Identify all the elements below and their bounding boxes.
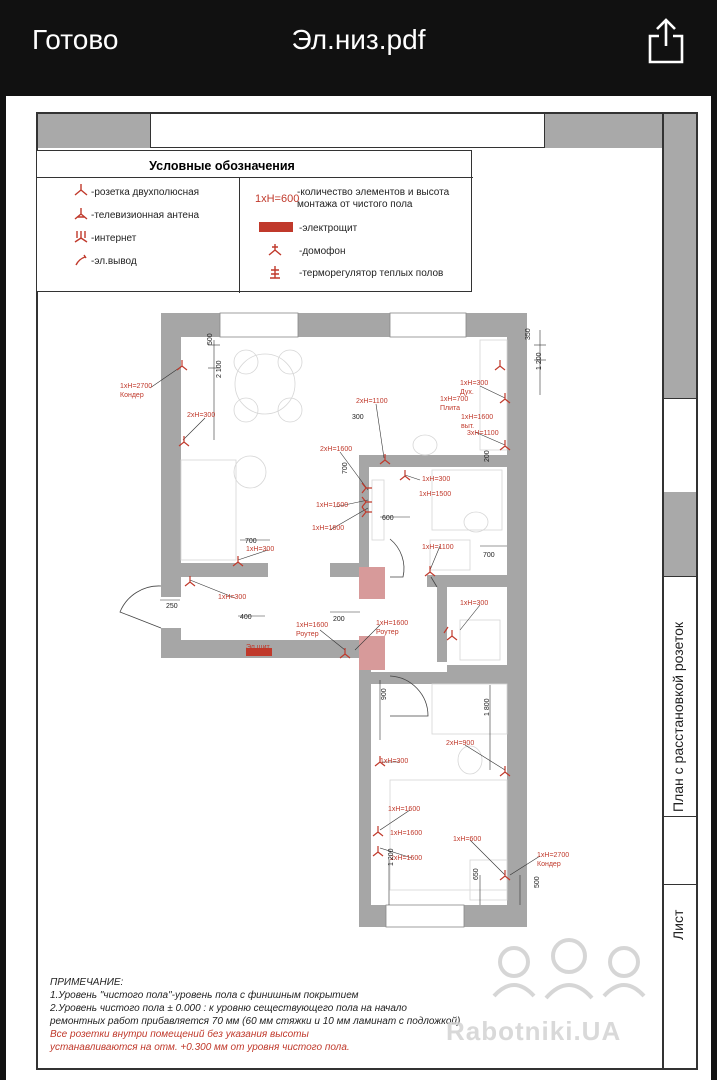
plan-label: 1хН=1600 xyxy=(312,525,345,532)
title-block xyxy=(662,112,698,1070)
plan-label: Роутер xyxy=(296,631,319,638)
plan-label: 2хН=300 xyxy=(187,412,216,419)
electric-outlet-icon xyxy=(75,254,87,266)
stamp-cell xyxy=(150,114,545,148)
dimension-label: 1 800 xyxy=(484,698,491,716)
legend-item: -электрощит xyxy=(299,223,358,234)
plan-label: Кондер xyxy=(120,392,144,399)
plan-label: 1хН=1600 xyxy=(376,620,409,627)
divider xyxy=(664,816,696,817)
drawing-frame xyxy=(36,112,698,1070)
plan-label: 1хН=600 xyxy=(453,836,482,843)
legend-title: Условные обозначения xyxy=(149,159,295,173)
note-line: ПРИМЕЧАНИЕ: xyxy=(50,977,124,988)
plan-label: 1хН=1600 xyxy=(461,414,494,421)
plan-label: 2хН=1600 xyxy=(320,446,353,453)
note-line: ремонтных работ прибавляется 70 мм (60 м… xyxy=(50,1016,461,1027)
divider xyxy=(664,398,696,399)
plan-label: 1хН=300 xyxy=(422,476,451,483)
plan-label: 1хН=1500 xyxy=(419,491,452,498)
legend-divider xyxy=(37,177,473,178)
plan-label: Кондер xyxy=(537,861,561,868)
dimension-label: 1 200 xyxy=(388,848,395,866)
plan-label: Роутер xyxy=(376,629,399,636)
plan-label: 2хН=1100 xyxy=(356,398,388,405)
note-line: 1.Уровень "чистого пола"-уровень пола с … xyxy=(50,990,359,1001)
stamp-block xyxy=(545,114,662,148)
panel-icon xyxy=(259,222,293,232)
dimension-label: 700 xyxy=(483,552,495,559)
plan-label: Эл.щит xyxy=(246,644,270,651)
divider xyxy=(664,884,696,885)
socket-icon xyxy=(74,184,88,196)
plan-label: 1хН=1600 xyxy=(316,502,349,509)
plan-label: 1хН=300 xyxy=(460,600,489,607)
legend-item: -терморегулятор теплых полов xyxy=(299,268,444,279)
legend-item: -розетка двухполюсная xyxy=(91,187,200,198)
share-icon[interactable] xyxy=(644,16,688,66)
watermark-logo-icon xyxy=(492,938,646,1000)
legend-divider xyxy=(239,177,240,293)
dimension-label: 200 xyxy=(484,450,491,462)
dimension-label: 500 xyxy=(207,333,214,345)
legend-item: -интернет xyxy=(91,233,137,244)
dimension-label: 1 200 xyxy=(536,352,543,370)
legend-item: -эл.вывод xyxy=(91,256,137,267)
notes: ПРИМЕЧАНИЕ: 1.Уровень "чистого пола"-уро… xyxy=(50,976,460,1054)
note-line: устанавливаются на отм. +0.300 мм от уро… xyxy=(50,1042,350,1053)
watermark-text: Rabotniki.UA xyxy=(446,1016,622,1046)
stamp-block xyxy=(664,114,696,398)
plan-label: 1хН=300 xyxy=(460,380,489,387)
plan-label: выт. xyxy=(461,423,475,430)
plan-label: 1хН=1100 xyxy=(422,544,454,551)
plan-label: 2хН=1600 xyxy=(390,855,423,862)
count-marker: 1хН=600 xyxy=(255,193,300,205)
legend: Условные обозначения -розетка двухполюсн… xyxy=(36,150,473,293)
dimension-label: 500 xyxy=(534,876,541,888)
plan-label: Дух. xyxy=(460,389,474,396)
legend-item: -телевизионная антена xyxy=(91,210,200,221)
internet-icon xyxy=(74,231,88,243)
plan-label: 1хН=300 xyxy=(218,594,247,601)
top-bar: Готово Эл.низ.pdf xyxy=(0,0,717,86)
plan-label: 1хН=2700 xyxy=(537,852,570,859)
dimension-label: 400 xyxy=(240,614,252,621)
legend-item: монтажа от чистого пола xyxy=(297,199,413,210)
tv-antenna-icon xyxy=(74,208,88,220)
stamp-block xyxy=(38,114,150,148)
plan-label: 1хН=1600 xyxy=(296,622,329,629)
plan-label: 1хН=300 xyxy=(380,758,409,765)
plan-label: 1хН=700 xyxy=(440,396,469,403)
plan-label: 1хН=2700 xyxy=(120,383,153,390)
dimension-label: 700 xyxy=(342,462,349,474)
note-line: Все розетки внутри помещений без указани… xyxy=(50,1029,309,1040)
legend-item: -домофон xyxy=(299,246,346,257)
dimension-label: 250 xyxy=(166,603,178,610)
dimension-label: 900 xyxy=(381,688,388,700)
stamp-block xyxy=(664,492,696,576)
plan-label: 2хН=900 xyxy=(446,740,475,747)
divider xyxy=(664,576,696,577)
dimension-label: 200 xyxy=(333,616,345,623)
dimension-label: 2 100 xyxy=(216,360,223,378)
note-line: 2.Уровень чистого пола ± 0.000 : к уровн… xyxy=(50,1003,407,1014)
done-button[interactable]: Готово xyxy=(32,24,119,55)
dimension-label: 650 xyxy=(473,868,480,880)
thermostat-icon xyxy=(270,266,280,279)
dimension-label: 700 xyxy=(245,538,257,545)
dimension-label: 300 xyxy=(352,414,364,421)
plan-label: Плита xyxy=(440,405,461,412)
dimension-label: 600 xyxy=(382,515,394,522)
plan-label: 1хН=1600 xyxy=(390,830,423,837)
dimension-label: 350 xyxy=(525,328,532,340)
intercom-icon xyxy=(268,244,282,256)
document-title: Эл.низ.pdf xyxy=(291,24,426,55)
plan-label: 1хН=300 xyxy=(246,546,275,553)
plan-label: 1хН=1600 xyxy=(388,806,421,813)
legend-item: -количество элементов и высота xyxy=(297,187,450,198)
plan-label: 3хН=1100 xyxy=(467,430,499,437)
